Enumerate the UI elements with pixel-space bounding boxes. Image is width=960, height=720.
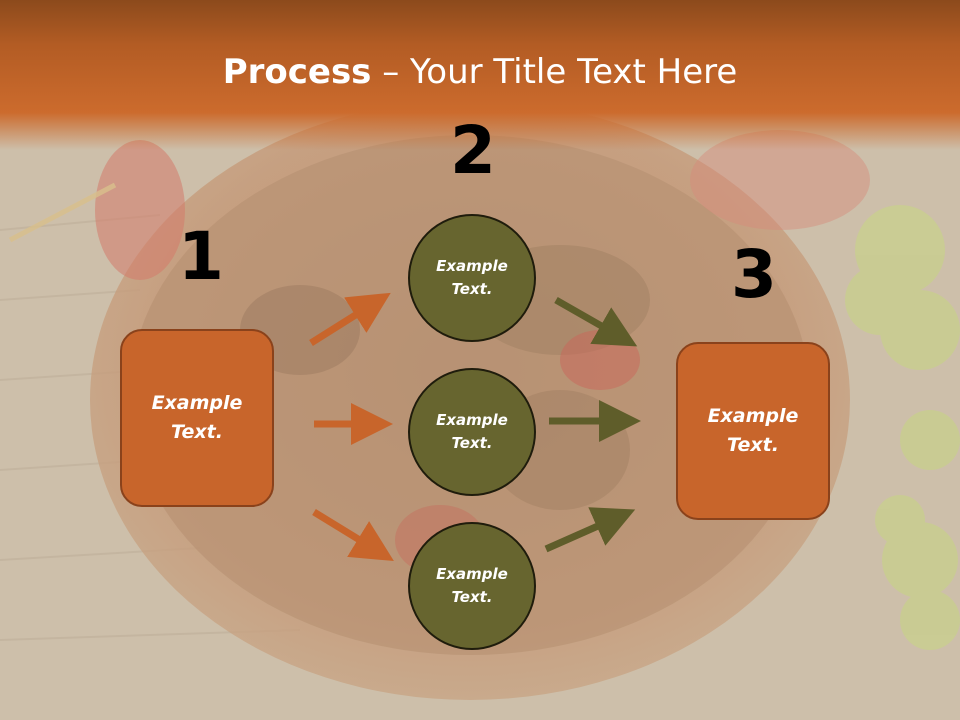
step-1-label: Example Text. — [151, 392, 243, 443]
step-3-box: Example Text. — [676, 342, 830, 520]
circle-bottom-label: Example Text. — [436, 565, 508, 606]
arrow-circle-top-to-box3 — [554, 296, 638, 347]
title-bold: Process — [222, 52, 372, 92]
title-rest: – Your Title Text Here — [371, 52, 738, 92]
circle-top-label: Example Text. — [436, 257, 508, 298]
title-bar — [0, 0, 960, 150]
step-2-circle-top: Example Text. — [408, 214, 536, 342]
step-2-circle-bottom: Example Text. — [408, 522, 536, 650]
slide-title: Process – Your Title Text Here — [0, 52, 960, 92]
step-2-circle-middle: Example Text. — [408, 368, 536, 496]
arrow-circle-bottom-to-box3 — [544, 507, 636, 553]
arrow-box1-to-circle-bottom — [312, 509, 394, 561]
step-1-box: Example Text. — [120, 329, 274, 507]
step-3-label: Example Text. — [707, 405, 799, 456]
circle-middle-label: Example Text. — [436, 411, 508, 452]
step-number-3: 3 — [731, 236, 777, 313]
step-number-1: 1 — [178, 218, 224, 295]
arrow-box1-to-circle-top — [309, 292, 391, 346]
step-number-2: 2 — [450, 112, 496, 189]
